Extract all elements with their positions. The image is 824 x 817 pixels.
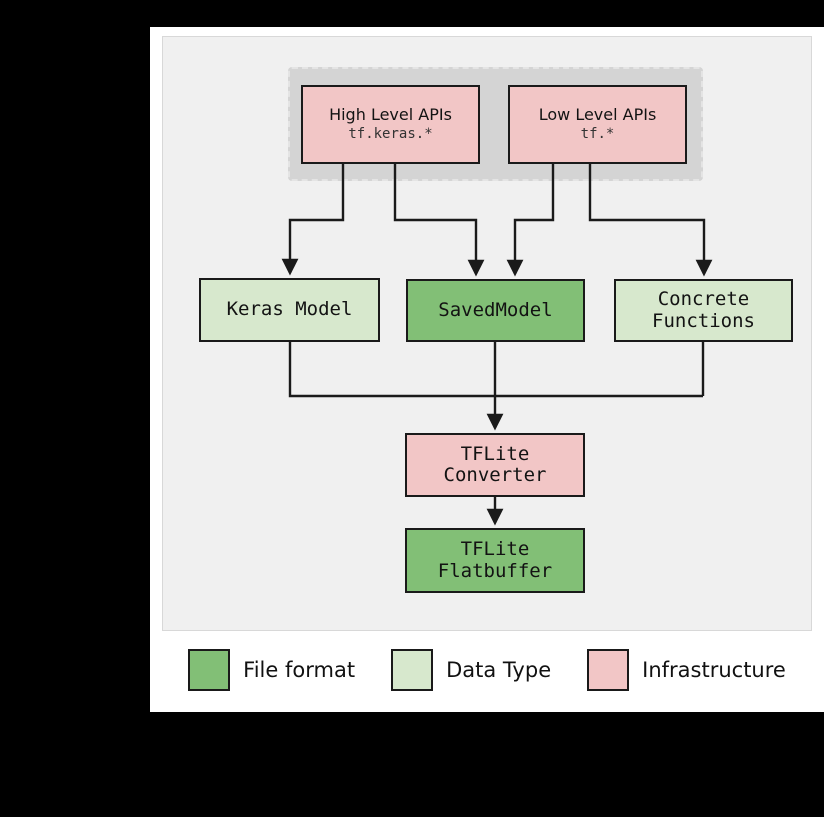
node-subtitle: tf.keras.*: [348, 126, 433, 143]
node-label-line1: TFLite: [460, 442, 530, 465]
diagram-panel: High Level APIs tf.keras.* Low Level API…: [162, 36, 812, 631]
node-saved-model[interactable]: SavedModel: [406, 279, 585, 342]
legend-label: Data Type: [446, 658, 552, 682]
diagram-card: High Level APIs tf.keras.* Low Level API…: [150, 27, 824, 712]
node-subtitle: tf.*: [580, 126, 615, 143]
legend: File format Data Type Infrastructure: [162, 639, 812, 701]
node-tflite-converter[interactable]: TFLite Converter: [405, 433, 585, 497]
legend-item-file-format: File format: [188, 649, 355, 691]
node-label-line1: SavedModel: [438, 298, 553, 321]
node-concrete-functions[interactable]: Concrete Functions: [614, 279, 793, 342]
node-keras-model[interactable]: Keras Model: [199, 278, 380, 342]
node-title: Low Level APIs: [538, 105, 657, 125]
data-type-swatch: [391, 649, 434, 691]
legend-label: File format: [243, 658, 356, 682]
file-format-swatch: [188, 649, 231, 691]
node-title: High Level APIs: [329, 105, 452, 125]
node-low-level-apis[interactable]: Low Level APIs tf.*: [508, 85, 687, 164]
node-tflite-flatbuffer[interactable]: TFLite Flatbuffer: [405, 528, 585, 593]
node-high-level-apis[interactable]: High Level APIs tf.keras.*: [301, 85, 480, 164]
node-label-line1: Concrete: [657, 288, 750, 311]
node-label-line2: Converter: [443, 464, 547, 486]
node-label-line1: TFLite: [460, 538, 530, 561]
legend-item-infrastructure: Infrastructure: [587, 649, 786, 691]
node-label-line1: Keras Model: [226, 298, 353, 321]
legend-label: Infrastructure: [642, 658, 786, 682]
infrastructure-swatch: [587, 649, 630, 691]
node-label-line2: Flatbuffer: [437, 559, 553, 582]
node-label-line2: Functions: [652, 309, 755, 332]
legend-item-data-type: Data Type: [391, 649, 551, 691]
